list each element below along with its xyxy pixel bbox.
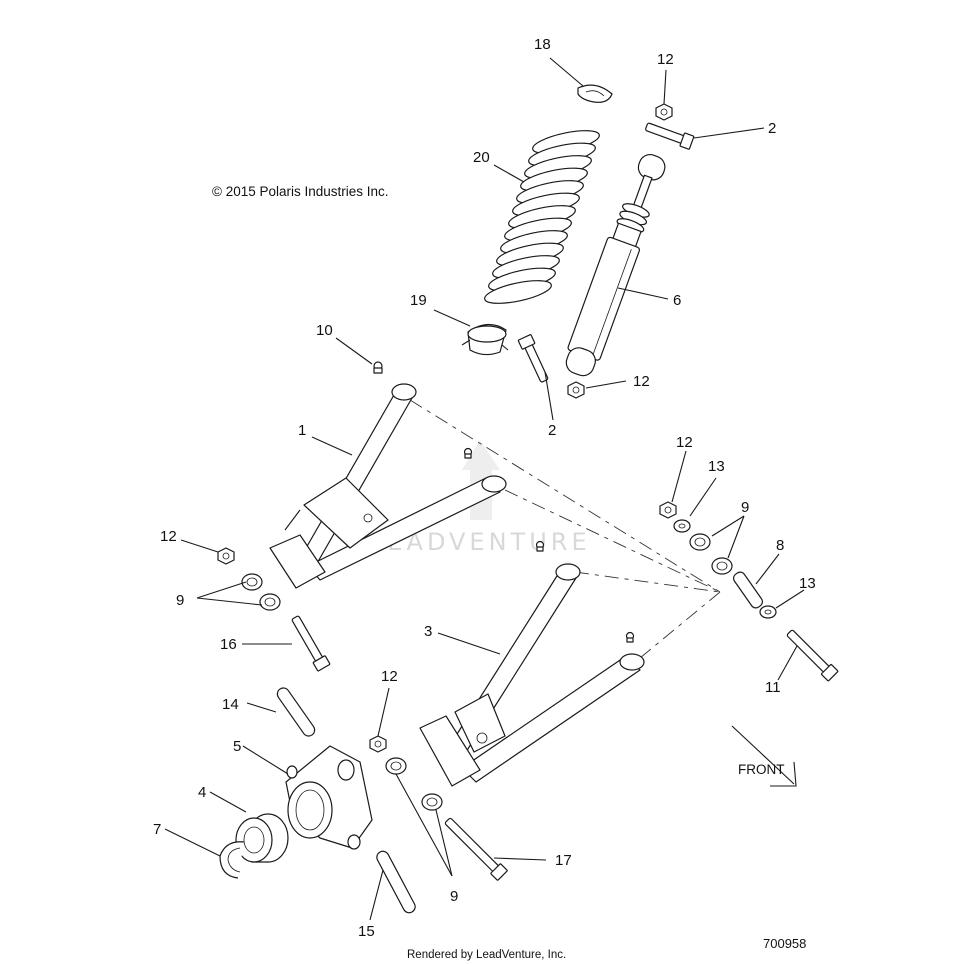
callout-2-lower: 2	[548, 422, 556, 439]
grease-fitting-mid	[535, 540, 545, 552]
diagram-id: 700958	[763, 936, 806, 951]
part-9-bushing-lower-b	[421, 793, 443, 811]
part-2-bolt-upper	[645, 122, 695, 150]
part-20-coil-spring	[484, 130, 600, 304]
part-7-snap-ring	[219, 841, 245, 879]
part-12-nut-top	[655, 103, 673, 121]
callout-8: 8	[776, 537, 784, 554]
part-9-bushing-right-a	[689, 533, 711, 551]
part-5-knuckle	[285, 745, 373, 850]
callout-4: 4	[198, 784, 206, 801]
callout-5: 5	[233, 738, 241, 755]
callout-14: 14	[222, 696, 239, 713]
part-3-lower-a-arm	[419, 563, 645, 787]
front-label: FRONT	[738, 762, 785, 777]
part-16-bolt	[291, 615, 331, 672]
callout-15: 15	[358, 923, 375, 940]
assembly-lines	[409, 399, 721, 659]
front-direction-arrow	[731, 725, 797, 787]
part-9-bushing-lower-a	[385, 757, 407, 775]
part-11-bolt	[786, 629, 839, 682]
callout-11: 11	[765, 679, 781, 696]
grease-fitting-upper-arm	[463, 447, 473, 459]
part-15-pin	[376, 850, 416, 914]
callout-labels: 18 12 2 20 6 19 10 2 12 1 12 13 9 8 13 1…	[153, 36, 816, 940]
callout-3: 3	[424, 623, 432, 640]
callout-12-top: 12	[657, 51, 674, 68]
part-13-washer-lower	[759, 605, 777, 619]
grease-fitting-lower-arm	[625, 631, 635, 643]
part-9-bushing-right-b	[711, 557, 733, 575]
callout-7: 7	[153, 821, 161, 838]
callout-2-upper: 2	[768, 120, 776, 137]
part-12-nut-left	[217, 547, 235, 565]
part-19-spring-seat	[461, 323, 509, 356]
callout-12-left: 12	[160, 528, 177, 545]
callout-12-shock: 12	[633, 373, 650, 390]
part-18-spring-retainer	[577, 84, 613, 103]
callout-20: 20	[473, 149, 490, 166]
part-13-washer-upper	[673, 519, 691, 533]
part-14-pin	[276, 687, 316, 737]
callout-1: 1	[298, 422, 306, 439]
callout-18: 18	[534, 36, 551, 53]
part-10-grease-fitting	[373, 361, 383, 374]
callout-9-right: 9	[741, 499, 749, 516]
callout-12-rear: 12	[676, 434, 693, 451]
part-9-bushing-left-b	[259, 593, 281, 611]
callout-13-lower: 13	[799, 575, 816, 592]
callout-16: 16	[220, 636, 237, 653]
callout-6: 6	[673, 292, 681, 309]
spring-coil	[484, 280, 552, 304]
callout-9-lower: 9	[450, 888, 458, 905]
part-12-nut-shock-lower	[567, 381, 585, 399]
callout-19: 19	[410, 292, 427, 309]
part-4-bearing	[235, 813, 289, 863]
part-12-nut-rear	[659, 501, 677, 519]
copyright-text: © 2015 Polaris Industries Inc.	[212, 184, 389, 199]
callout-17: 17	[555, 852, 572, 869]
part-1-upper-a-arm	[269, 383, 507, 589]
part-17-bolt	[444, 817, 508, 881]
part-12-nut-lower	[369, 735, 387, 753]
part-8-sleeve	[732, 571, 764, 609]
part-2-bolt-lower	[517, 334, 549, 383]
callout-leaders	[164, 57, 805, 921]
callout-10: 10	[316, 322, 333, 339]
callout-9-left: 9	[176, 592, 184, 609]
part-6-shock-absorber	[565, 154, 666, 377]
callout-13-upper: 13	[708, 458, 725, 475]
part-9-bushing-left-a	[241, 573, 263, 591]
callout-12-lower: 12	[381, 668, 398, 685]
footer-credit: Rendered by LeadVenture, Inc.	[407, 949, 566, 961]
